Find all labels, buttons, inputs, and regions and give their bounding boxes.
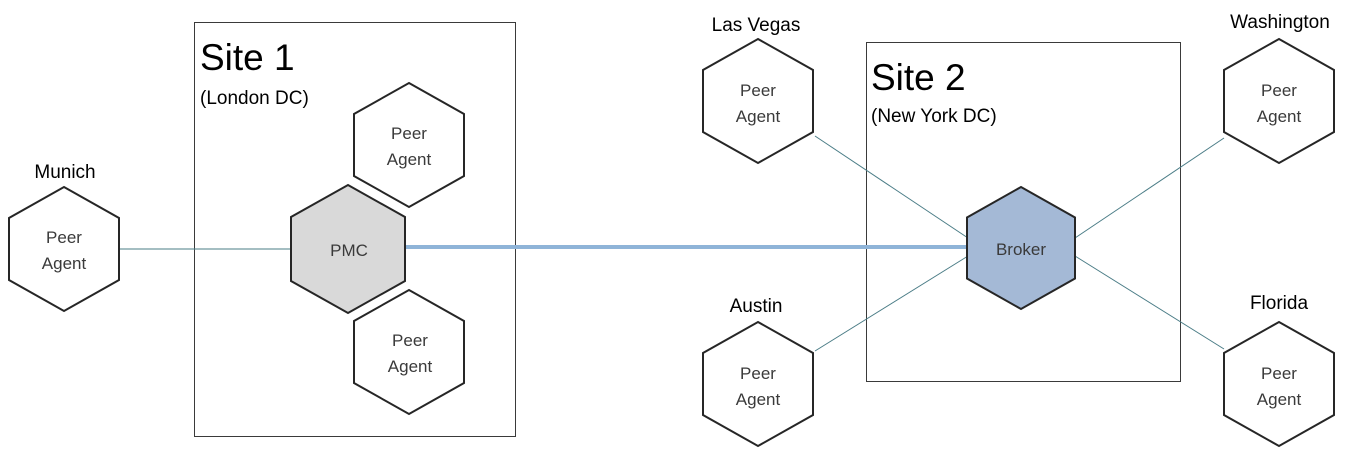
link-lasvegas-broker bbox=[814, 135, 969, 239]
site1-peer-top-label-line1: Peer bbox=[391, 124, 427, 143]
lasvegas-node-label-line1: Peer bbox=[740, 81, 776, 100]
site1-title: Site 1 bbox=[200, 37, 295, 78]
broker-node bbox=[966, 185, 1076, 311]
austin-node-label-line2: Agent bbox=[736, 390, 781, 409]
austin-peer-agent-node bbox=[702, 320, 814, 448]
lasvegas-node-label-line2: Agent bbox=[736, 107, 781, 126]
florida-node-label-line1: Peer bbox=[1261, 364, 1297, 383]
pmc-node-label: PMC bbox=[330, 241, 368, 260]
florida-city-label: Florida bbox=[1250, 293, 1309, 314]
broker-node-label: Broker bbox=[996, 240, 1046, 259]
lasvegas-city-label: Las Vegas bbox=[712, 15, 801, 36]
washington-node-label-line1: Peer bbox=[1261, 81, 1297, 100]
site1-peer-agent-bottom-node bbox=[353, 288, 465, 416]
link-austin-broker bbox=[814, 255, 969, 352]
washington-peer-agent-node bbox=[1223, 37, 1335, 165]
austin-node-label-line1: Peer bbox=[740, 364, 776, 383]
site1-box bbox=[194, 22, 516, 437]
washington-city-label: Washington bbox=[1230, 12, 1330, 33]
lasvegas-peer-agent-node bbox=[702, 37, 814, 165]
munich-city-label: Munich bbox=[34, 162, 95, 183]
link-washington-broker bbox=[1074, 137, 1225, 239]
pmc-node bbox=[290, 183, 406, 315]
munich-peer-agent-node bbox=[8, 185, 120, 313]
florida-node-label-line2: Agent bbox=[1257, 390, 1302, 409]
site2-box bbox=[866, 42, 1181, 382]
washington-node-label-line2: Agent bbox=[1257, 107, 1302, 126]
site1-peer-bottom-label-line1: Peer bbox=[392, 331, 428, 350]
site1-peer-agent-top-node bbox=[353, 81, 465, 209]
link-florida-broker bbox=[1074, 255, 1225, 350]
austin-city-label: Austin bbox=[730, 296, 783, 317]
site2-title: Site 2 bbox=[871, 57, 966, 98]
munich-node-label-line2: Agent bbox=[42, 254, 87, 273]
florida-peer-agent-node bbox=[1223, 320, 1335, 448]
munich-node-label-line1: Peer bbox=[46, 228, 82, 247]
site1-peer-top-label-line2: Agent bbox=[387, 150, 432, 169]
site1-subtitle: (London DC) bbox=[200, 88, 309, 109]
site1-peer-bottom-label-line2: Agent bbox=[388, 357, 433, 376]
site2-subtitle: (New York DC) bbox=[871, 106, 997, 127]
